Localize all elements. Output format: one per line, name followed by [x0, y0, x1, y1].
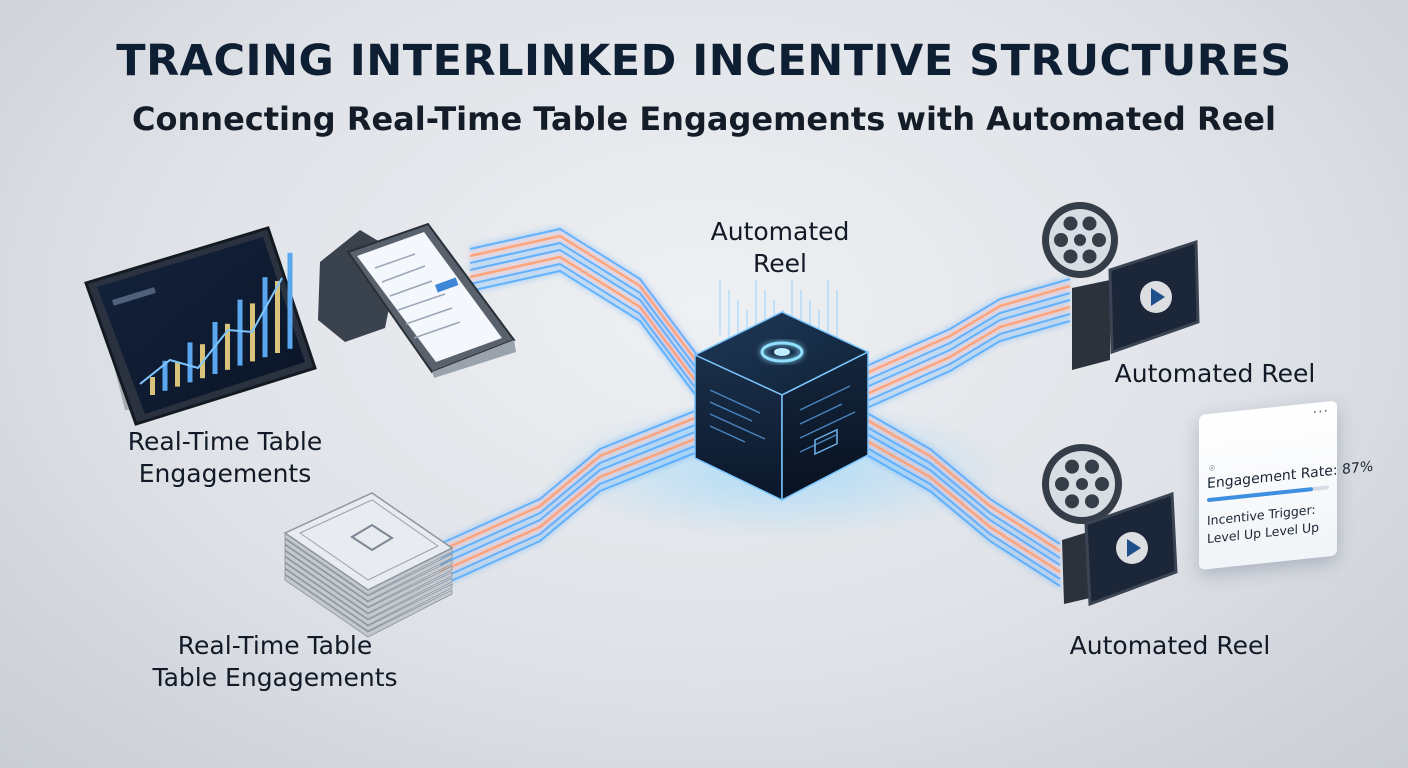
label-left-bottom: Real-Time Table Table Engagements	[140, 630, 410, 694]
label-right-top: Automated Reel	[1114, 359, 1316, 388]
label-left-top-line2: Engagements	[138, 459, 312, 488]
analytics-tablet-icon	[84, 226, 317, 426]
video-player-bottom	[1062, 491, 1178, 607]
stream-pos-to-hub	[469, 227, 701, 402]
processing-cube-icon	[693, 311, 870, 502]
label-left-bottom-line1: Real-Time Table	[177, 631, 373, 660]
label-right-bottom: Automated Reel	[1069, 631, 1271, 660]
page-title: TRACING INTERLINKED INCENTIVE STRUCTURES	[116, 36, 1292, 86]
label-hub-line2: Reel	[753, 249, 807, 278]
engagement-popup: ··· ◎ Engagement Rate: 87% Incentive Tri…	[1199, 400, 1373, 570]
film-reel-icon	[1042, 444, 1122, 524]
page-subtitle: Connecting Real-Time Table Engagements w…	[132, 100, 1276, 138]
play-icon	[1151, 288, 1165, 306]
data-streams	[439, 227, 1071, 587]
label-left-bottom-line2: Table Engagements	[152, 663, 398, 692]
label-hub-line1: Automated	[710, 217, 850, 246]
video-player-top	[1072, 239, 1200, 370]
label-hub: Automated Reel	[660, 216, 900, 280]
more-options-icon[interactable]: ···	[1312, 403, 1329, 422]
popup-brand: ◎	[1209, 463, 1216, 472]
film-reel-icon	[1042, 202, 1118, 278]
incentive-trigger-text: Incentive Trigger: Level Up Level Up	[1207, 501, 1320, 547]
stream-hub-to-reel-top	[859, 278, 1071, 412]
label-left-top-line1: Real-Time Table	[127, 427, 323, 456]
stream-cards-to-hub	[439, 408, 701, 587]
pos-terminal-icon	[318, 222, 516, 378]
label-left-top: Real-Time Table Engagements	[90, 426, 360, 490]
hub-antenna-lines	[719, 280, 838, 345]
play-icon	[1127, 539, 1141, 557]
card-deck-icon	[283, 492, 454, 638]
stream-hub-to-reel-bottom	[859, 408, 1061, 587]
